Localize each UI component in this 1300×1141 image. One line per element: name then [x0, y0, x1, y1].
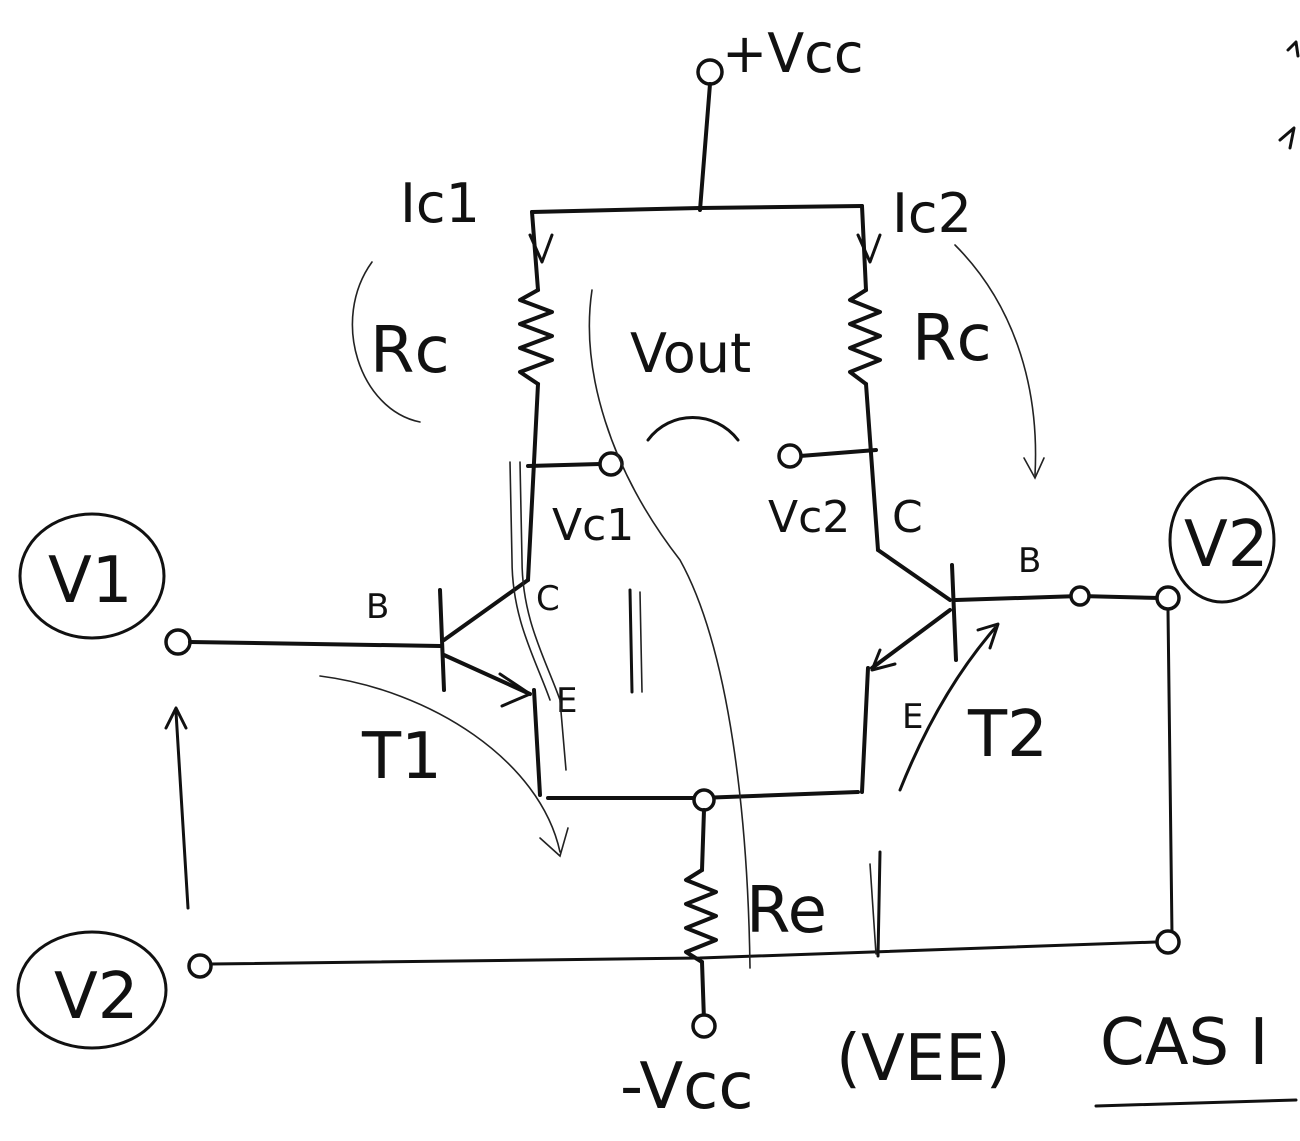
transistor-t2: B E T2	[860, 541, 1048, 794]
t2-emitter-lead	[870, 608, 952, 670]
right-collector-branch: Ic2 Rc Vc2 C	[768, 182, 1045, 552]
left-collector-branch: Ic1 Rc Vc1	[351, 172, 634, 582]
right-rc-resistor	[848, 288, 882, 386]
vc1-tap-wire	[526, 462, 602, 468]
v2-right-circle	[1168, 476, 1276, 604]
ic2-label: Ic2	[892, 182, 972, 245]
v1-label: V1	[48, 544, 133, 618]
transistor-t1: B C E T1	[319, 578, 577, 858]
v1-base-wire	[188, 640, 442, 648]
top-rail	[530, 204, 864, 214]
vce1-marker-2	[639, 591, 643, 693]
t1-flow-arrow	[319, 675, 561, 853]
case-text: CAS I	[1100, 1006, 1268, 1080]
v2-right-return-terminal	[1155, 929, 1181, 955]
vc2-terminal	[777, 443, 803, 469]
t2-base-wire	[954, 594, 1162, 602]
case-underline	[1094, 1098, 1298, 1108]
left-rc-bracket	[351, 261, 421, 423]
t1-emitter-arrow	[498, 672, 532, 708]
minus-vcc-label: -Vcc	[620, 1050, 754, 1124]
re-label: Re	[746, 874, 827, 948]
b-right-label: B	[1018, 541, 1041, 581]
rc-right-label: Rc	[912, 302, 992, 376]
loop-annotations	[509, 289, 882, 969]
vcc-drop-wire	[698, 82, 712, 212]
left-collector-wire	[526, 382, 540, 582]
ic1-label: Ic1	[400, 172, 480, 235]
vout-label: Vout	[630, 322, 751, 385]
v2-right-label: V2	[1184, 508, 1269, 582]
v1-voltage-arrow	[174, 710, 190, 910]
t2-flow-arrow	[898, 626, 997, 792]
t1-emitter-lead	[442, 653, 532, 696]
t1-flow-arrowhead	[539, 827, 569, 858]
loop-curve-left	[519, 461, 567, 771]
v2-bottom-wire	[209, 940, 1158, 966]
t2-collector-lead	[876, 548, 952, 602]
c-left-label: C	[536, 579, 560, 619]
e-right-label: E	[902, 697, 923, 737]
ic2-arrow	[856, 233, 882, 264]
bottom-labels: -Vcc (VEE) CAS I	[620, 1006, 1298, 1124]
v1-circle	[18, 512, 166, 640]
v2-bottom-terminal	[187, 953, 213, 979]
emitter-common-node	[692, 788, 716, 812]
input-v2: V2 V2	[16, 476, 1276, 1050]
t1-collector-lead	[442, 578, 530, 642]
t1-emitter-wire	[532, 688, 542, 797]
edge-mark-2	[1278, 126, 1296, 150]
v2-bottom-circle	[16, 930, 168, 1050]
emitter-tail: Re	[546, 788, 860, 1039]
right-collector-wire	[864, 382, 880, 552]
c-right-label: C	[892, 492, 923, 543]
ic2-flow-arrow	[954, 244, 1037, 476]
e-left-label: E	[556, 681, 577, 721]
edge-marks	[1278, 40, 1300, 150]
vee-terminal	[691, 1013, 717, 1039]
vout-arc	[646, 416, 740, 442]
input-v1: V1	[18, 512, 442, 910]
t2-emitter-wire	[860, 666, 870, 794]
vc1-label: Vc1	[552, 500, 634, 551]
edge-mark-1	[1286, 40, 1300, 58]
vce1-marker	[628, 588, 634, 694]
v2-right-terminal	[1155, 585, 1181, 611]
v1-voltage-arrowhead	[164, 706, 188, 730]
vce2-marker-2	[869, 863, 877, 955]
re-bottom-wire	[700, 960, 706, 1022]
ic2-flow-arrowhead	[1023, 457, 1045, 480]
t2-base-node	[1069, 585, 1091, 607]
vcc-terminal	[696, 58, 724, 86]
t2-label: T2	[967, 698, 1048, 772]
t2-base-bar	[950, 563, 958, 662]
t2-emitter-arrow	[870, 648, 897, 672]
top-supply: +Vcc	[530, 22, 864, 214]
v1-terminal	[164, 628, 192, 656]
vee-label: (VEE)	[836, 1022, 1011, 1096]
t2-flow-arrowhead	[976, 622, 1000, 650]
vce2-marker	[876, 850, 882, 958]
left-rc-top-wire	[530, 210, 540, 292]
v2-right-return-wire	[1166, 608, 1174, 937]
t1-label: T1	[361, 720, 442, 794]
vout-annotation: Vout	[630, 322, 751, 442]
ic1-arrow	[528, 233, 554, 264]
loop-curve-main	[588, 289, 751, 969]
rc-left-label: Rc	[370, 314, 450, 388]
loop-curve-left-inner	[509, 461, 551, 701]
vcc-label: +Vcc	[722, 22, 864, 85]
left-rc-resistor	[518, 288, 554, 386]
vc2-label: Vc2	[768, 492, 850, 543]
v2-bottom-label: V2	[54, 960, 139, 1034]
b-left-label: B	[366, 587, 389, 627]
vc2-tap-wire	[798, 448, 878, 458]
re-resistor	[684, 868, 718, 964]
re-top-wire	[700, 808, 706, 872]
